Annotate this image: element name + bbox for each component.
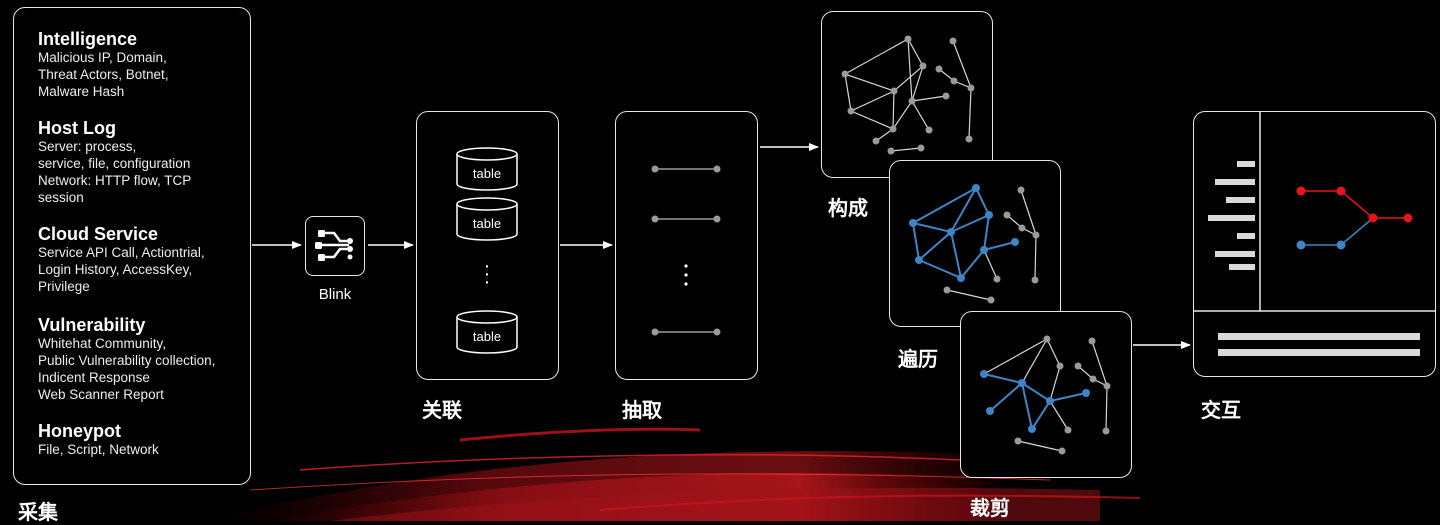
ellipsis-vertical: ··· <box>483 255 491 293</box>
interaction-panel <box>1193 111 1436 377</box>
stage-label-extract: 抽取 <box>622 398 662 422</box>
extraction-panel <box>615 111 758 380</box>
source-title: Intelligence <box>38 29 138 49</box>
source-title: Vulnerability <box>38 315 146 335</box>
table-label: table <box>472 166 502 181</box>
graph-icon <box>980 335 1111 455</box>
source-host-log: Host Log Server: process, service, file,… <box>38 118 191 206</box>
blink-flow-icon <box>315 230 353 261</box>
stage-label-prune: 裁剪 <box>970 496 1010 520</box>
blink-node <box>305 216 365 276</box>
stage-label-compose: 构成 <box>828 196 868 220</box>
source-title: Honeypot <box>38 421 121 441</box>
graph-icon <box>909 184 1040 304</box>
database-cylinder-icon <box>456 310 518 354</box>
stage-label-collect: 采集 <box>18 500 58 524</box>
source-desc: Whitehat Community, Public Vulnerability… <box>38 336 216 402</box>
source-desc: Server: process, service, file, configur… <box>38 139 192 205</box>
stage-label-traverse: 遍历 <box>898 347 938 371</box>
blink-label: Blink <box>318 286 352 303</box>
data-sources-panel <box>13 7 251 485</box>
source-desc: Malicious IP, Domain, Threat Actors, Bot… <box>38 50 169 99</box>
source-vulnerability: Vulnerability Whitehat Community, Public… <box>38 315 215 403</box>
graph-icon <box>841 35 975 155</box>
table-label: table <box>472 216 502 231</box>
edge-list-icon <box>651 165 721 336</box>
stage-label-associate: 关联 <box>422 398 462 422</box>
database-cylinder-icon <box>456 147 518 191</box>
source-desc: Service API Call, Actiontrial, Login His… <box>38 245 205 294</box>
source-title: Cloud Service <box>38 224 159 244</box>
source-honeypot: Honeypot File, Script, Network <box>38 421 159 458</box>
database-cylinder-icon <box>456 197 518 241</box>
interaction-ui-icon <box>1193 111 1436 356</box>
source-cloud-service: Cloud Service Service API Call, Actiontr… <box>38 224 205 295</box>
source-desc: File, Script, Network <box>38 442 159 457</box>
stage-label-interact: 交互 <box>1201 398 1241 422</box>
table-label: table <box>472 329 502 344</box>
source-intelligence: Intelligence Malicious IP, Domain, Threa… <box>38 29 169 100</box>
bar-list-icon <box>1208 161 1255 270</box>
source-title: Host Log <box>38 118 116 138</box>
